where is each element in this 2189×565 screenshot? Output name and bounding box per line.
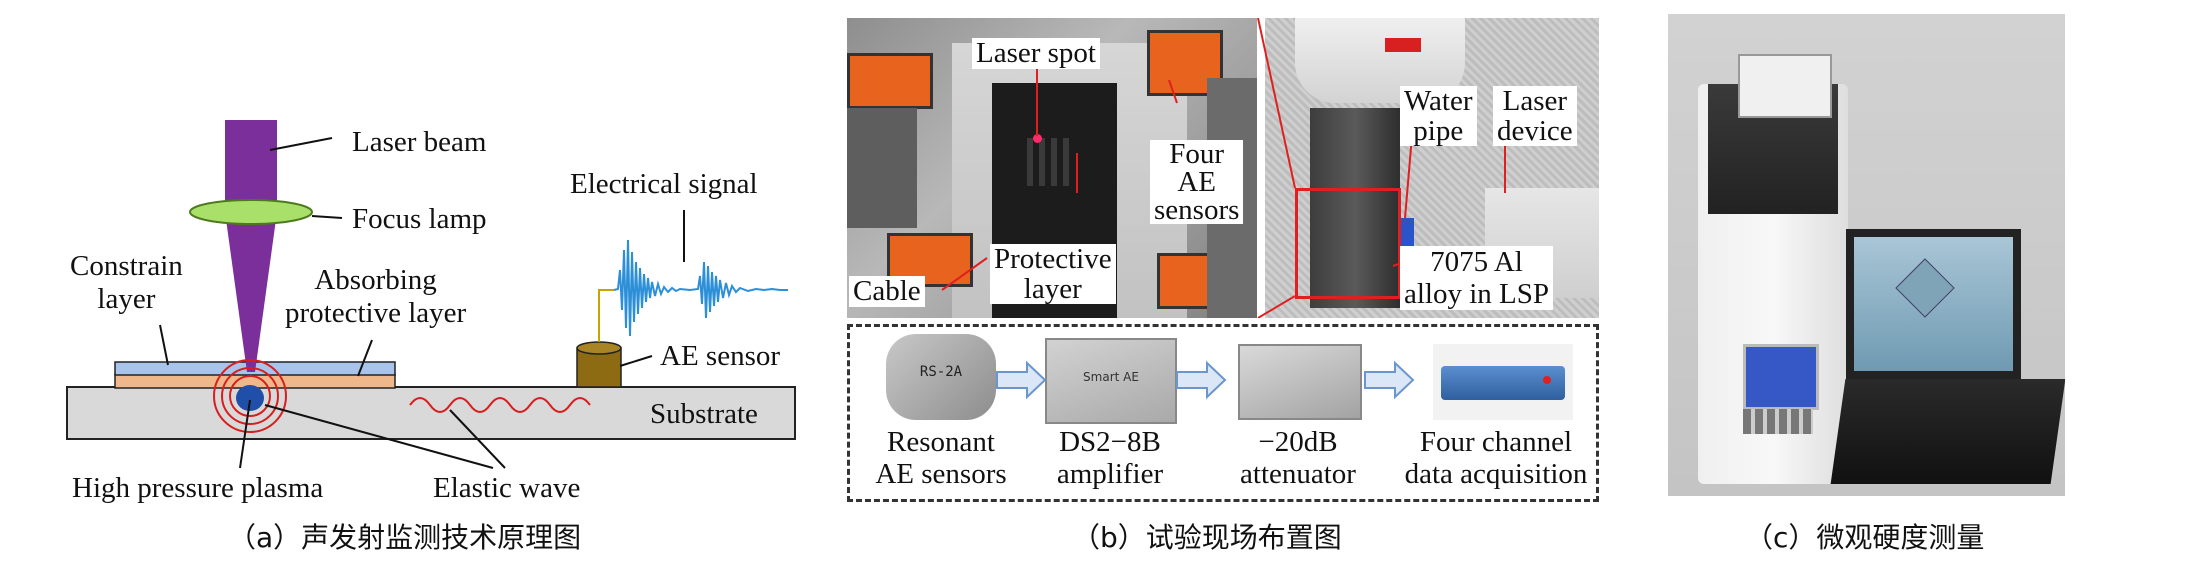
focus-lamp-label: Focus lamp: [352, 203, 487, 235]
panel-b-zoom-lines: [1257, 18, 1296, 318]
panel-b-left-leaders: [941, 68, 1178, 291]
arrow-3: [1364, 360, 1415, 400]
daq-light: [1543, 376, 1551, 384]
protective-layer-label: Protective layer: [990, 244, 1116, 304]
laser-device-label: Laser device: [1493, 86, 1577, 146]
alloy-label: 7075 Al alloy in LSP: [1400, 246, 1554, 310]
laser-cone-shape: [225, 212, 277, 372]
laser-spot-label: Laser spot: [972, 38, 1100, 69]
cable-label: Cable: [849, 276, 925, 307]
fixture-stack: [1310, 108, 1400, 308]
laser-spot-dot: [1033, 134, 1042, 143]
tester-top-box: [1738, 54, 1832, 118]
laptop-display: [1854, 237, 2013, 371]
caption-c: （c）微观硬度测量: [1745, 521, 1985, 554]
robot-brand-mark: [1385, 38, 1421, 52]
panel-a-diagram: [66, 120, 796, 469]
high-pressure-plasma-label: High pressure plasma: [72, 472, 324, 504]
chain-label-amplifier: DS2−8B amplifier: [1056, 426, 1164, 490]
amplifier-text: Smart AE: [1083, 370, 1139, 384]
tester-keypad: [1743, 409, 1813, 434]
constrain-layer-label: Constrain layer: [70, 250, 183, 315]
elastic-wave-shape: [409, 397, 591, 413]
focus-lamp-shape: [189, 199, 313, 225]
caption-b: （b）试验现场布置图: [1072, 521, 1342, 554]
chain-label-sensors: Resonant AE sensors: [875, 426, 1007, 490]
absorbing-layer-label: Absorbing protective layer: [285, 264, 467, 329]
bracket-left: [847, 108, 917, 228]
substrate-block: [66, 386, 796, 440]
resonant-sensor-text: RS-2A: [919, 364, 963, 380]
tester-screen: [1743, 344, 1819, 410]
sensor-cable: [598, 289, 614, 342]
elastic-wave-label: Elastic wave: [433, 472, 581, 504]
laser-beam-shape: [225, 120, 277, 212]
laptop-screen: [1846, 229, 2021, 379]
chain-label-daq: Four channel data acquisition: [1404, 426, 1588, 490]
indent-diamond: [1895, 258, 1955, 318]
chain-label-attenuator: −20dB attenuator: [1240, 426, 1356, 490]
shock-ring: [229, 375, 271, 417]
attenuator-photo: [1238, 344, 1362, 420]
arrow-1: [996, 360, 1047, 400]
shock-ring: [213, 359, 287, 433]
arrow-2: [1176, 360, 1227, 400]
specimen-highlight-box: [1295, 188, 1401, 299]
water-pipe-label: Water pipe: [1400, 86, 1477, 146]
hardness-tester-photo: [1668, 14, 2065, 496]
laptop-keyboard: [1830, 379, 2065, 484]
laser-beam-label: Laser beam: [352, 126, 487, 158]
electrical-signal-waveform: [613, 239, 788, 337]
chain-arrows: [996, 360, 1415, 400]
ae-sensor-label: AE sensor: [660, 340, 781, 372]
plasma-shape: [236, 385, 264, 411]
resonant-sensor-photo: RS-2A: [886, 334, 996, 420]
ae-sensor-clamp-topleft: [847, 53, 933, 109]
substrate-label: Substrate: [650, 398, 758, 430]
daq-photo: [1433, 344, 1573, 420]
signal-chain-box: [847, 324, 1599, 502]
shock-ring: [221, 367, 279, 425]
ae-sensor-top: [576, 341, 622, 355]
caption-a: （a）声发射监测技术原理图: [228, 521, 582, 554]
four-ae-sensors-label: Four AE sensors: [1150, 140, 1244, 225]
specimen-grid: [1027, 138, 1075, 186]
setup-photo-right: [1265, 18, 1599, 318]
electrical-signal-label: Electrical signal: [570, 168, 758, 200]
